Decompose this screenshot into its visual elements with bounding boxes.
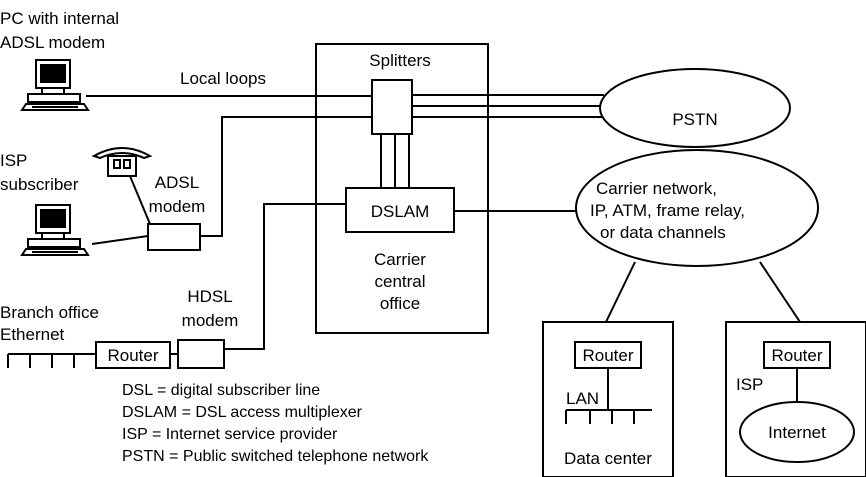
- data-center-box: [542, 321, 674, 477]
- phone-modem-line: [129, 175, 151, 225]
- telephone-icon: [91, 147, 153, 177]
- isp-router-label: Router: [771, 346, 822, 365]
- isp-subscriber-label-1: ISP: [0, 151, 27, 170]
- carrier-datacenter-line: [605, 261, 636, 323]
- splitters-label: Splitters: [369, 51, 430, 70]
- data-center-label: Data center: [564, 449, 652, 468]
- datacenter-router-box: [574, 341, 642, 369]
- hdsl-modem-label-2: modem: [182, 311, 239, 330]
- pstn-ellipse: [599, 68, 791, 148]
- hdsl-modem-label-1: HDSL: [187, 287, 232, 306]
- internet-ellipse: [739, 401, 855, 463]
- adsl-modem-box: [147, 223, 201, 251]
- dslam-label: DSLAM: [371, 202, 430, 221]
- legend-line: DSL = digital subscriber line: [122, 382, 320, 399]
- computer-icon: [20, 59, 90, 111]
- local-loop-line-2: [200, 116, 372, 237]
- carrier-network-label-2: IP, ATM, frame relay,: [590, 201, 745, 220]
- adsl-modem-label-1: ADSL: [155, 173, 199, 192]
- branch-router-label: Router: [107, 346, 158, 365]
- carrier-central-office-box: [315, 43, 489, 334]
- carrier-network-label-1: Carrier network,: [596, 179, 717, 198]
- legend-line: PSTN = Public switched telephone network: [122, 448, 429, 465]
- isp-box: [725, 321, 866, 477]
- carrier-network-ellipse: [575, 149, 819, 267]
- isp-subscriber-label-2: subscriber: [0, 175, 79, 194]
- dslam-box: [345, 187, 455, 233]
- branch-office-label-2: Ethernet: [0, 325, 65, 344]
- local-loops-label: Local loops: [180, 69, 266, 88]
- pc-internal-label-2: ADSL modem: [0, 33, 105, 52]
- hdsl-dslam-line: [224, 203, 346, 350]
- carrier-isp-line: [759, 261, 801, 323]
- carrier-network-label-3: or data channels: [600, 223, 726, 242]
- branch-router-box: [95, 341, 171, 369]
- carrier-co-label-3: office: [380, 294, 420, 313]
- adsl-modem-label-2: modem: [149, 197, 206, 216]
- carrier-co-label-2: central: [374, 272, 425, 291]
- splitters-box: [371, 79, 413, 135]
- ethernet-bus: [7, 353, 96, 368]
- datacenter-router-label: Router: [582, 346, 633, 365]
- legend-line: DSLAM = DSL access multiplexer: [122, 404, 363, 421]
- legend-line: ISP = Internet service provider: [122, 426, 338, 443]
- hdsl-modem-box: [177, 339, 225, 369]
- pc-modem-line: [91, 235, 149, 245]
- pc-internal-label-1: PC with internal: [0, 9, 119, 28]
- branch-office-label-1: Branch office: [0, 303, 99, 322]
- carrier-co-label-1: Carrier: [374, 250, 426, 269]
- lan-bus: [565, 409, 652, 424]
- internet-label: Internet: [768, 423, 826, 442]
- computer-icon: [20, 204, 90, 256]
- lan-label: LAN: [566, 389, 599, 408]
- pstn-label: PSTN: [672, 110, 717, 129]
- isp-label: ISP: [736, 375, 763, 394]
